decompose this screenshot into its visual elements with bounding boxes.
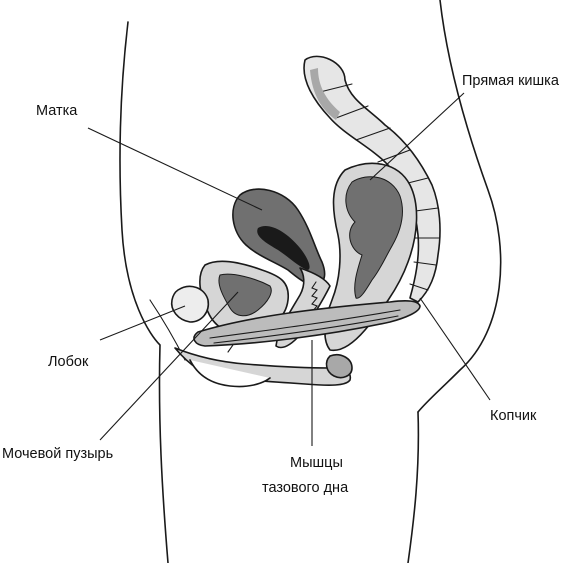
label-uterus: Матка <box>36 103 78 119</box>
sacrum-segment <box>377 149 411 163</box>
bladder-interior <box>218 273 272 317</box>
body-outline-front <box>119 21 169 563</box>
label-pelvic-floor-line2: тазового дна <box>262 480 349 496</box>
body-outline-back <box>417 0 502 413</box>
anus <box>325 353 353 379</box>
sacrum-segment <box>319 83 353 93</box>
pubic-bone <box>170 285 210 323</box>
leader-coccyx <box>419 297 491 401</box>
leader-uterus <box>87 127 263 211</box>
muscle-fiber <box>213 315 399 344</box>
label-pelvic-floor-line1: Мышцы <box>290 455 343 471</box>
leader-bladder <box>99 291 239 441</box>
leg-outline-back <box>407 411 420 563</box>
label-bladder: Мочевой пузырь <box>2 446 113 462</box>
sacrum-segment <box>413 261 437 266</box>
sacrum-coccyx <box>303 55 441 303</box>
label-rectum: Прямая кишка <box>462 73 560 89</box>
leader-pubis <box>99 305 186 341</box>
label-pubis: Лобок <box>48 354 89 370</box>
label-coccyx: Копчик <box>490 408 537 424</box>
pelvic-floor-muscles <box>193 300 421 347</box>
sacrum-shading <box>310 68 340 120</box>
leader-rectum <box>369 92 465 181</box>
rectum-lumen <box>345 176 403 299</box>
sacrum-segment <box>409 283 429 291</box>
labia-outline <box>189 359 271 388</box>
sacrum-segment <box>355 127 391 141</box>
muscle-fiber <box>209 309 401 339</box>
sacrum-segment <box>335 105 369 119</box>
uterus-cavity <box>257 226 310 270</box>
perineum <box>174 347 353 388</box>
rectum <box>324 162 418 352</box>
